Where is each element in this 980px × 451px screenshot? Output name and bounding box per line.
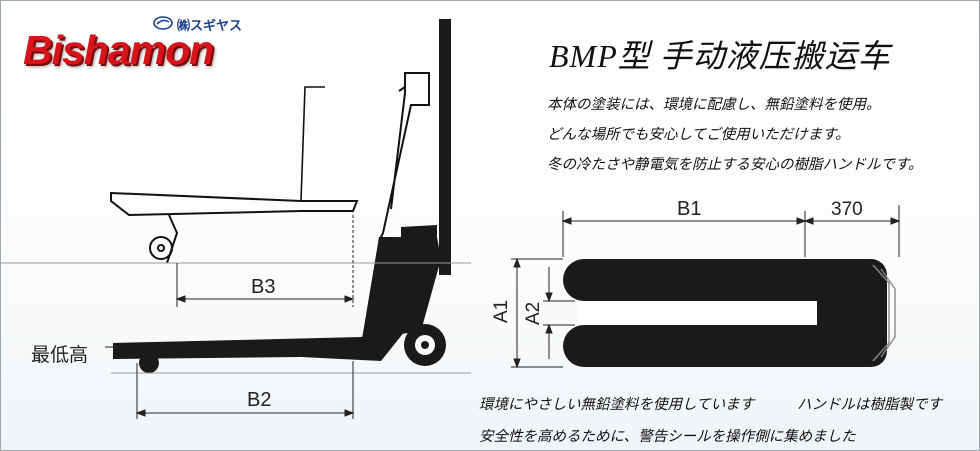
b2-label: B2 [247,389,271,411]
brand-name: Bishamon [23,27,214,73]
a1-label: A1 [491,300,512,323]
handle-length-label: 370 [831,199,863,220]
pump-body [361,237,441,345]
a2-label: A2 [523,302,544,325]
top-view-diagram: B1 370 A1 A2 [491,198,901,369]
lowest-height-label: 最低高 [31,344,88,366]
b1-label: B1 [677,198,701,220]
description-line-3: 冬の冷たさや静電気を防止する安心の樹脂ハンドルです。 [547,157,923,173]
paint-note: 環境にやさしい無鉛塗料を使用しています [479,397,755,413]
handle-bar [439,19,451,275]
upper-fork-outline [110,191,359,217]
safety-note: 安全性を高めるために、警告シールを操作側に集めました [479,429,856,445]
sugiyasu-mark-icon [153,16,173,30]
lower-fork [113,331,405,361]
page-title: BMP型 手动液压搬运车 [549,38,891,74]
raised-wheel [149,236,173,260]
description-line-1: 本体の塗装には、環境に配慮し、無鉛塗料を使用。 [547,97,881,113]
maker-name: ㈱スギヤス [177,19,243,34]
description-line-2: どんな場所でも安心してご使用いただけます。 [547,127,850,143]
bishamon-logo: ㈱スギヤス Bishamon [19,15,269,75]
handle-note: ハンドルは樹脂製です [797,397,942,413]
side-view-diagram: B3 B2 最低高 [1,19,471,419]
front-roller [139,353,159,373]
b3-label: B3 [251,276,275,298]
handle-outline [378,72,430,242]
